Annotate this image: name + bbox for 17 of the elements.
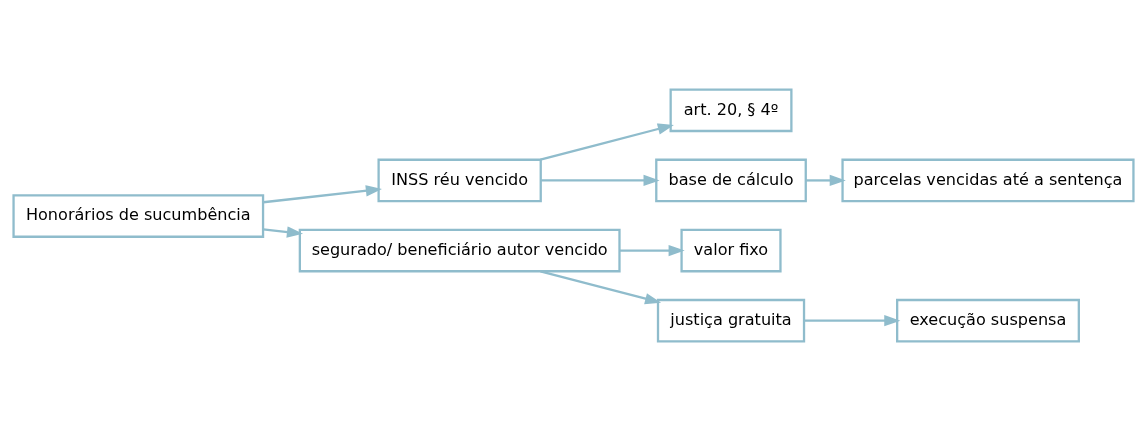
node-box: base de cálculo (655, 158, 807, 202)
node-box: segurado/ beneficiário autor vencido (298, 228, 621, 272)
arrow (540, 123, 674, 161)
arrow (263, 225, 304, 238)
node-box: execução suspensa (896, 298, 1080, 343)
node-box: parcelas vencidas até a sentença (841, 158, 1135, 202)
node-box: valor fixo (680, 228, 782, 272)
arrow (619, 244, 685, 256)
arrow (540, 174, 660, 186)
arrow (804, 314, 901, 326)
node-box: art. 20, § 4º (669, 87, 793, 132)
node-box: Honorários de sucumbência (12, 193, 265, 238)
node-box: INSS réu vencido (377, 158, 542, 202)
arrow (805, 174, 846, 186)
node-box: justiça gratuita (656, 298, 806, 343)
arrow (540, 269, 662, 304)
arrow (263, 184, 382, 203)
